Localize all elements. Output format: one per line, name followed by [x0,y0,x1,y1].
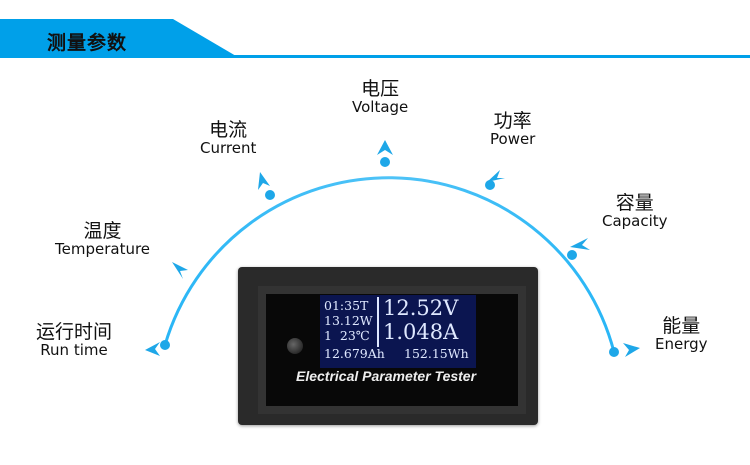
arc-dot [265,190,275,200]
label-temperature: 温度 Temperature [55,220,151,258]
display-divider [377,297,379,347]
display-energy: 152.15Wh [404,346,469,361]
arc-dot [380,157,390,167]
label-cn: 温度 [83,220,122,242]
arrow-icon [172,262,188,279]
label-en: Capacity [602,211,668,230]
label-energy: 能量 Energy [655,315,708,353]
arrow-icon [145,342,160,356]
display-capacity: 12.679Ah [324,346,385,361]
section-title: 测量参数 [47,32,128,54]
label-en: Current [200,138,257,157]
arc-dot [609,347,619,357]
label-voltage: 电压 Voltage [352,78,409,116]
label-cn: 电压 [361,78,400,100]
header-banner [0,19,750,58]
label-capacity: 容量 Capacity [602,192,668,230]
label-run-time: 运行时间 Run time [36,321,113,359]
device-brand-label: Electrical Parameter Tester [296,368,477,384]
label-en: Temperature [55,239,151,258]
arrow-icon [377,140,393,155]
arrow-icon [570,238,590,250]
display-time: 01:35T [324,298,369,313]
label-en: Run time [40,340,108,359]
display-channel-temp: 1 23℃ [324,328,370,343]
label-cn: 运行时间 [36,321,113,343]
label-en: Voltage [352,97,409,116]
label-cn: 容量 [615,192,654,214]
label-current: 电流 Current [200,119,257,157]
arrow-icon [487,170,505,182]
label-power: 功率 Power [490,110,536,148]
label-en: Power [490,129,536,148]
arc-dot [567,250,577,260]
display-power: 13.12W [324,313,373,328]
device-button [287,338,303,354]
arrow-icon [623,343,640,357]
arc-dot [485,180,495,190]
label-cn: 电流 [209,119,248,141]
arc-dot [160,340,170,350]
oled-screen [320,295,476,368]
display-voltage: 12.52V [383,296,459,320]
label-cn: 功率 [493,110,532,132]
label-en: Energy [655,334,708,353]
display-current: 1.048A [383,320,459,344]
label-cn: 能量 [662,315,701,337]
arrow-icon [258,172,270,190]
